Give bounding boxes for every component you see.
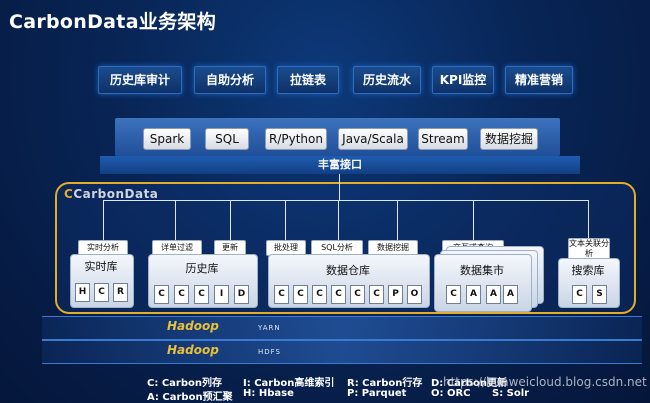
- doc-icon: C: [446, 285, 461, 304]
- doc-icon: C: [312, 285, 327, 304]
- tool-rpython: R/Python: [265, 128, 327, 150]
- doc-icon: D: [234, 285, 249, 304]
- doc-icon: H: [75, 283, 90, 302]
- legend-a: A: Carbon预汇聚: [147, 392, 233, 403]
- connector-main: [339, 174, 340, 200]
- label-text-analysis: 文本关联分析: [568, 238, 610, 260]
- legend-h: H: Hbase: [243, 388, 294, 399]
- watermark: https://huaweicloud.blog.csdn.net: [443, 375, 647, 389]
- connector-2: [175, 200, 176, 240]
- doc-icon: O: [407, 285, 422, 304]
- biz-zipper-table: 拉链表: [277, 66, 339, 94]
- doc-icon: P: [388, 285, 403, 304]
- tool-sql: SQL: [205, 128, 249, 150]
- doc-icon: A: [503, 285, 518, 304]
- panel-search-db: [558, 258, 620, 308]
- legend-o: O: ORC: [431, 388, 471, 399]
- doc-icon: C: [293, 285, 308, 304]
- doc-icon: A: [486, 285, 501, 304]
- hdfs-label: HDFS: [258, 348, 282, 356]
- label-batch: 批处理: [266, 240, 306, 256]
- yarn-band: [42, 316, 642, 340]
- yarn-label: YARN: [258, 324, 281, 332]
- carbondata-logo: CCarbonData: [64, 187, 159, 201]
- connector-3: [230, 200, 231, 240]
- doc-icon: C: [572, 285, 587, 304]
- panel-title-history-db: 历史库: [185, 262, 219, 275]
- legend-i: I: Carbon高维索引: [243, 378, 335, 389]
- biz-self-analysis: 自助分析: [194, 66, 266, 94]
- connector-7: [473, 200, 474, 240]
- doc-icon: C: [94, 283, 109, 302]
- tool-stream: Stream: [418, 128, 468, 150]
- biz-audit: 历史库审计: [98, 66, 182, 94]
- biz-history-flow: 历史流水: [353, 66, 421, 94]
- legend-s: S: Solr: [492, 388, 530, 399]
- page-title: CarbonData业务架构: [9, 11, 217, 33]
- connector-4: [285, 200, 286, 240]
- tool-spark: Spark: [143, 128, 191, 150]
- connector-horizontal: [103, 200, 588, 201]
- legend-d: D: Carbon更新: [431, 378, 507, 389]
- doc-icon: C: [331, 285, 346, 304]
- hdfs-band: [42, 340, 642, 364]
- doc-icon: A: [466, 285, 481, 304]
- doc-icon: C: [350, 285, 365, 304]
- doc-icon: S: [592, 285, 607, 304]
- carbondata-logo-text: CarbonData: [73, 187, 159, 201]
- panel-title-search-db: 搜索库: [571, 264, 605, 277]
- connector-8: [588, 200, 589, 238]
- panel-title-data-mart: 数据集市: [460, 264, 504, 277]
- rich-interface-band: 丰富接口: [100, 156, 580, 174]
- legend-p: P: Parquet: [347, 388, 407, 399]
- legend-c: C: Carbon列存: [147, 378, 222, 389]
- doc-icon: C: [194, 285, 209, 304]
- doc-icon: C: [274, 285, 289, 304]
- doc-icon: C: [174, 285, 189, 304]
- hadoop-logo-yarn: Hadoop: [167, 319, 219, 333]
- panel-title-realtime-db: 实时库: [84, 260, 118, 273]
- doc-icon: R: [113, 283, 128, 302]
- connector-1: [103, 200, 104, 240]
- doc-icon: C: [154, 285, 169, 304]
- tool-mining: 数据挖掘: [480, 128, 538, 150]
- panel-title-data-warehouse: 数据仓库: [326, 264, 370, 277]
- legend-r: R: Carbon行存: [347, 378, 423, 389]
- connector-6: [397, 200, 398, 240]
- tool-javascala: Java/Scala: [338, 128, 408, 150]
- connector-5: [338, 200, 339, 240]
- biz-marketing: 精准营销: [505, 66, 573, 94]
- biz-kpi: KPI监控: [432, 66, 494, 94]
- doc-icon: I: [214, 285, 229, 304]
- hadoop-logo-hdfs: Hadoop: [167, 343, 219, 357]
- doc-icon: C: [369, 285, 384, 304]
